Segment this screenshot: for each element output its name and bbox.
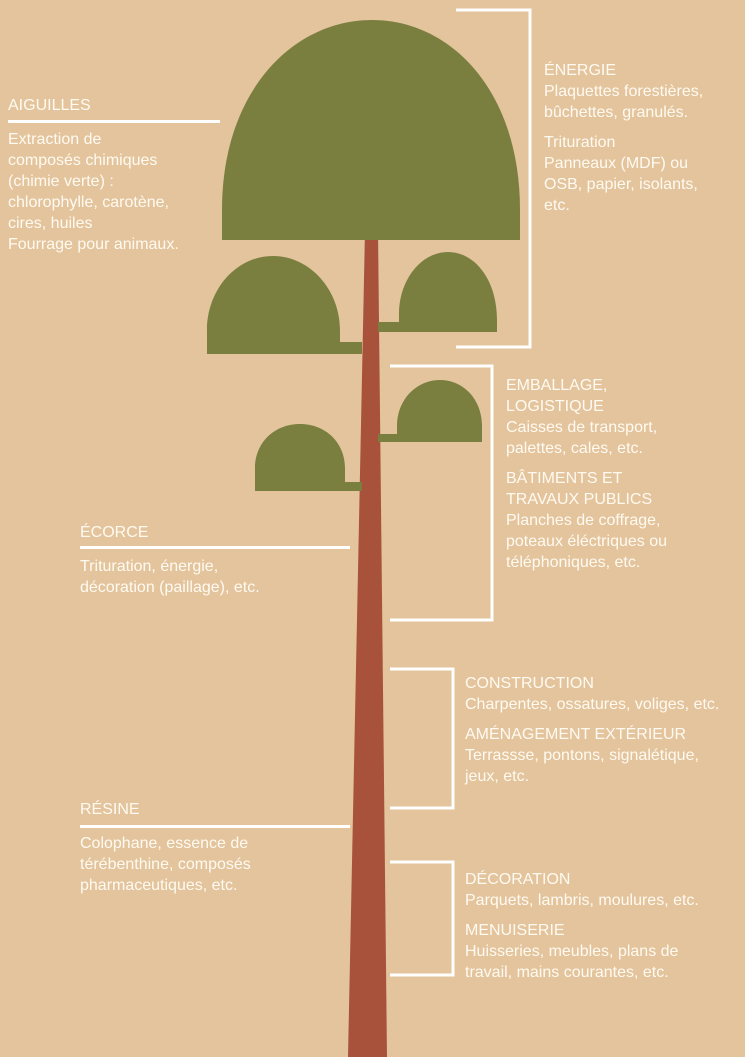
label-amenagement: AMÉNAGEMENT EXTÉRIEUR [465,726,687,743]
branch-foliage-left-upper [207,256,362,354]
rule-aiguilles [8,120,220,123]
text-ecorce: Trituration, énergie, décoration (pailla… [80,558,260,596]
text-energie-line: Plaquettes forestières, [544,83,704,100]
text-amenagement-line: Terrassse, pontons, signalétique, [465,747,699,764]
label-decoration: DÉCORATION [465,871,571,888]
label-batiments: BÂTIMENTS ET TRAVAUX PUBLICS [506,470,653,508]
text-aiguilles: Extraction de composés chimiques (chimie… [8,131,179,253]
text-menuiserie-line: Huisseries, meubles, plans de [465,943,679,960]
text-construction-line: Charpentes, ossatures, voliges, etc. [465,696,720,713]
text-batiments-line: téléphoniques, etc. [506,554,641,571]
label-ecorce: ÉCORCE [80,524,149,541]
tree-crown [222,20,520,240]
tree-trunk [348,230,387,1057]
label-resine: RÉSINE [80,801,140,818]
text-trituration-line: OSB, papier, isolants, [544,176,698,193]
bracket-construction-amenagement [390,667,455,810]
bracket-emballage-batiments [390,364,494,622]
label-construction: CONSTRUCTION [465,675,594,692]
text-emballage-line: Caisses de transport, [506,419,658,436]
label-energie: ÉNERGIE [544,62,617,79]
rule-resine [80,825,350,828]
label-aiguilles: AIGUILLES [8,97,91,114]
block-decoration: DÉCORATION Parquets, lambris, moulures, … [465,869,699,983]
text-resine: Colophane, essence de térébenthine, comp… [80,835,251,894]
branch-foliage-left-middle [255,424,362,491]
label-menuiserie: MENUISERIE [465,922,565,939]
text-menuiserie-line: travail, mains courantes, etc. [465,964,669,981]
text-batiments-line: Planches de coffrage, [506,512,661,529]
text-energie-line: bûchettes, granulés. [544,104,689,121]
text-batiments-line: poteaux éléctriques ou [506,533,667,550]
block-emballage: EMBALLAGE, LOGISTIQUE Caisses de transpo… [506,375,667,573]
text-decoration-line: Parquets, lambris, moulures, etc. [465,892,699,909]
text-trituration-line: Panneaux (MDF) ou [544,155,689,172]
bracket-energie [456,8,532,349]
text-trituration-line: Trituration [544,134,616,151]
branch-foliage-right-upper [378,252,497,332]
block-construction: CONSTRUCTION Charpentes, ossatures, voli… [465,673,719,787]
rule-ecorce [80,546,350,549]
block-energie: ÉNERGIE Plaquettes forestières, bûchette… [544,60,703,216]
label-emballage: EMBALLAGE, LOGISTIQUE [506,377,608,415]
text-amenagement-line: jeux, etc. [465,768,530,785]
bracket-decoration-menuiserie [390,860,455,977]
text-trituration-line: etc. [544,197,570,214]
text-emballage-line: palettes, cales, etc. [506,440,643,457]
branch-foliage-right-middle [378,380,482,442]
